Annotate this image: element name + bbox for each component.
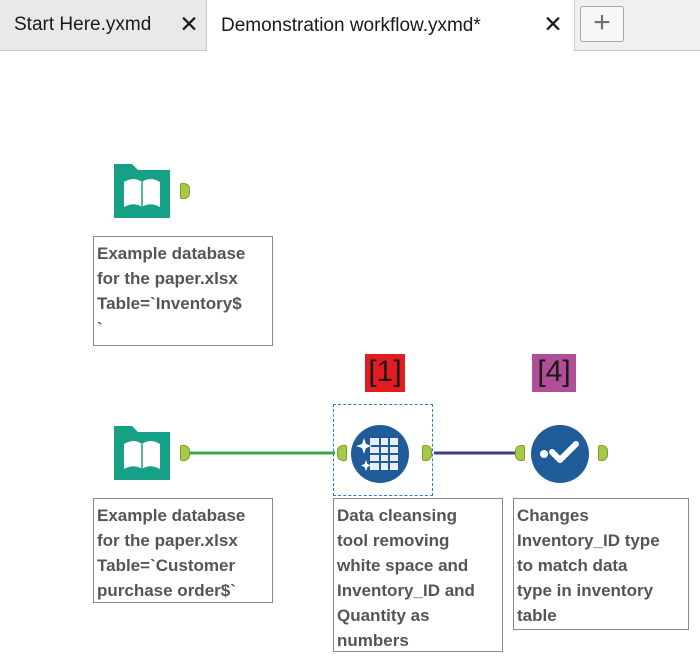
tag-label-1: [1]: [365, 354, 405, 392]
input-anchor[interactable]: [515, 445, 525, 461]
annotation-input-inventory: Example database for the paper.xlsx Tabl…: [93, 236, 273, 346]
input-data-tool-inventory[interactable]: [110, 162, 174, 222]
close-icon[interactable]: ✕: [179, 11, 199, 37]
output-anchor[interactable]: [422, 445, 432, 461]
annotation-input-orders: Example database for the paper.xlsx Tabl…: [93, 498, 273, 603]
select-tool[interactable]: [530, 424, 590, 484]
data-cleansing-tool[interactable]: [350, 424, 410, 484]
tab-bar: Start Here.yxmd ✕ Demonstration workflow…: [0, 0, 700, 51]
output-anchor[interactable]: [180, 183, 190, 199]
annotation-select: Changes Inventory_ID type to match data …: [513, 498, 689, 630]
input-anchor[interactable]: [337, 445, 347, 461]
tab-start-here[interactable]: Start Here.yxmd ✕: [0, 0, 207, 50]
data-cleansing-icon: [351, 425, 409, 483]
selection-box: [333, 404, 433, 496]
output-anchor[interactable]: [598, 445, 608, 461]
close-icon[interactable]: ✕: [543, 11, 563, 37]
tab-label: Demonstration workflow.yxmd*: [221, 14, 481, 36]
input-data-tool-orders[interactable]: [110, 424, 174, 484]
tab-demonstration-workflow[interactable]: Demonstration workflow.yxmd* ✕: [207, 0, 575, 51]
book-input-icon: [114, 164, 170, 218]
add-tab-button[interactable]: +: [580, 6, 624, 42]
output-anchor[interactable]: [180, 445, 190, 461]
tab-label: Start Here.yxmd: [14, 14, 152, 35]
book-input-icon: [114, 426, 170, 480]
tag-label-4: [4]: [532, 354, 576, 392]
annotation-cleansing: Data cleansing tool removing white space…: [333, 498, 503, 652]
select-checkmark-icon: [531, 425, 589, 483]
